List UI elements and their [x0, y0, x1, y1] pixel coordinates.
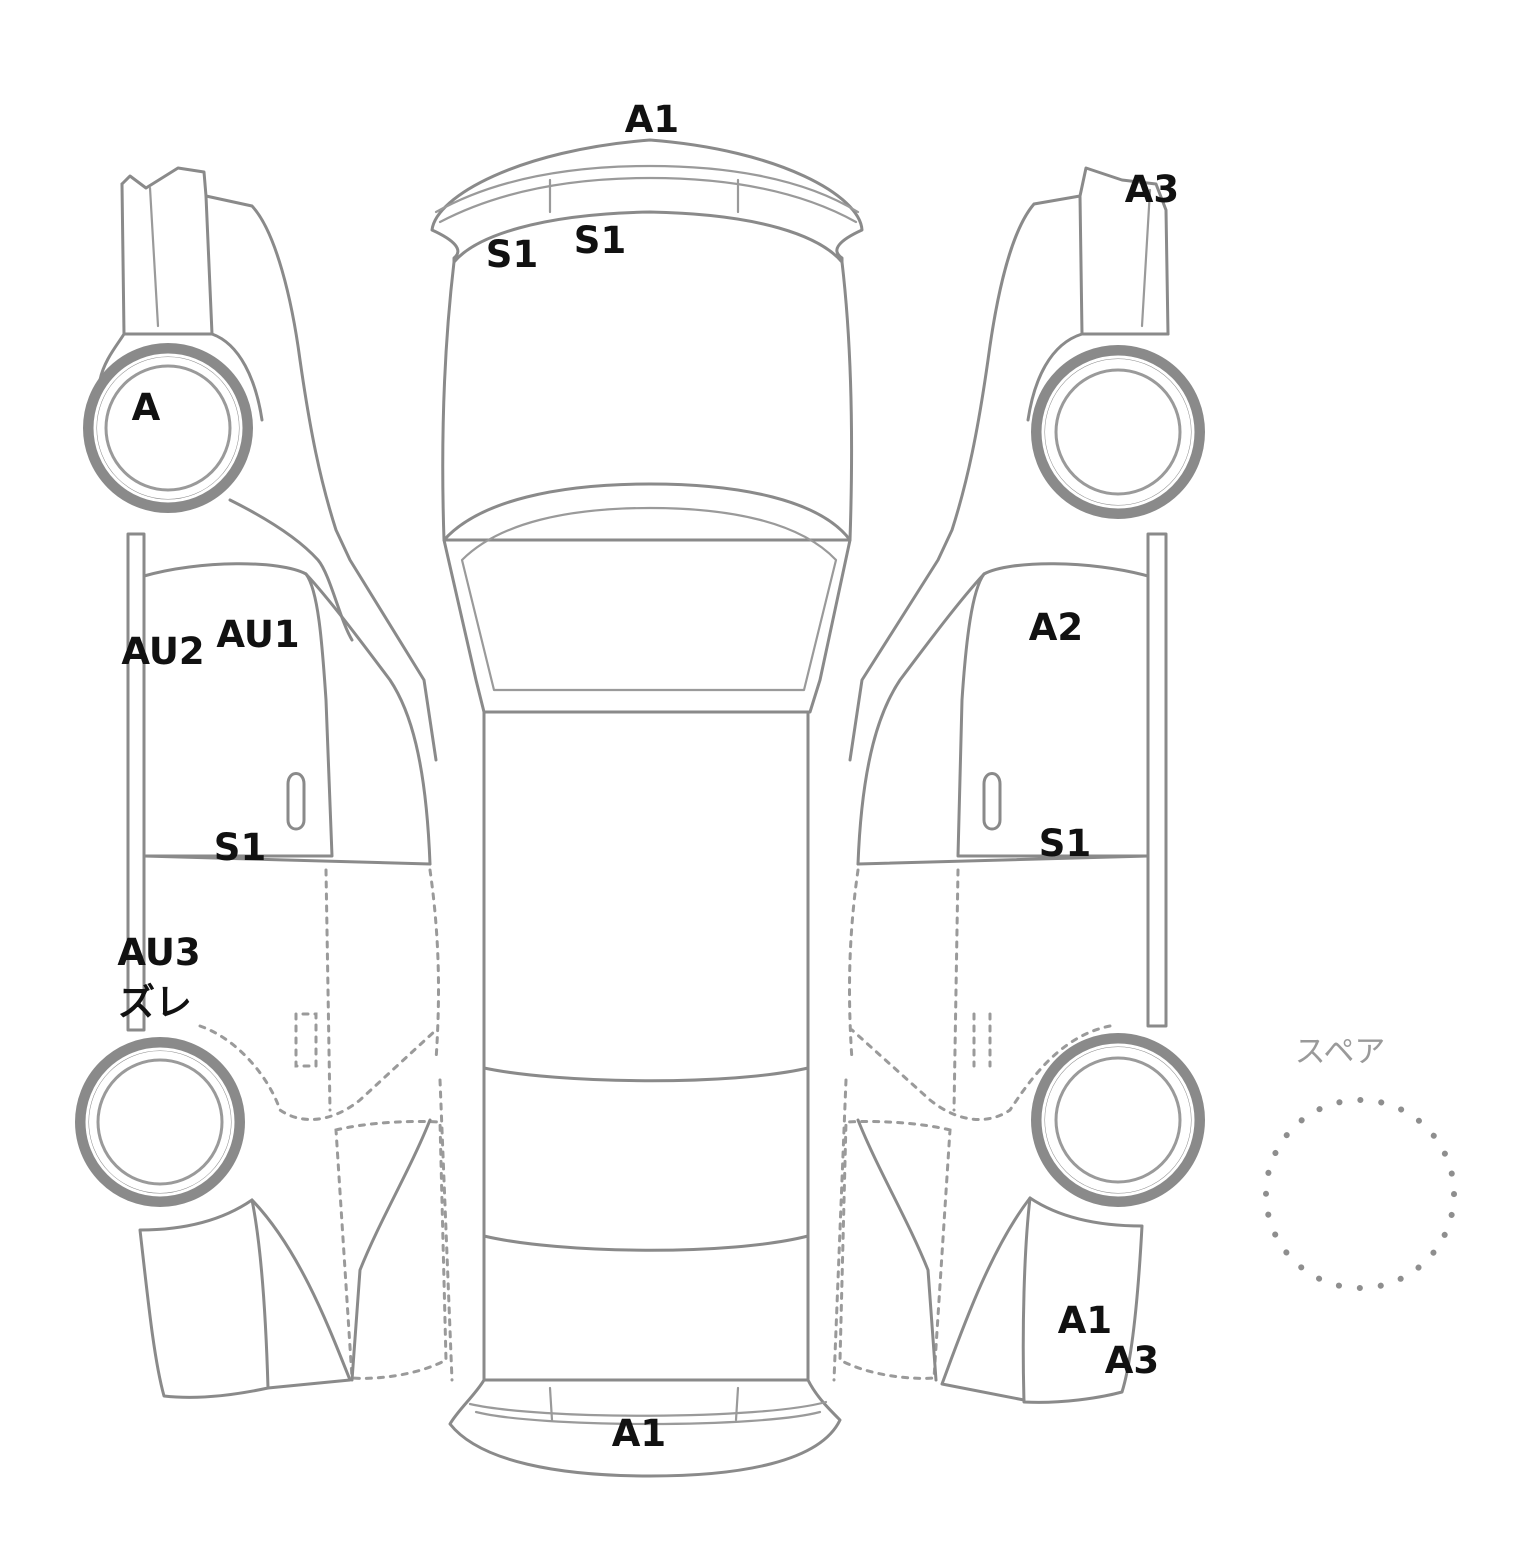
right-door-handle: [982, 772, 1002, 831]
mark-left-pillar: AU2: [121, 630, 204, 673]
car-left-side-view: [75, 166, 454, 1399]
left-front-fender-outline: [120, 166, 438, 762]
mark-left-rear-a: AU3: [117, 931, 200, 974]
mark-front-bumper: A1: [625, 98, 679, 141]
damage-marks: A1 S1 S1 A AU2 AU1 S1 AU3 ズレ A3 A2 S1 A1…: [117, 98, 1179, 1455]
car-top-view: [430, 138, 864, 1478]
rear-bumper-outline: [448, 1378, 842, 1478]
spare-tire-label: スペア: [1295, 1034, 1386, 1070]
car-right-side-view: [832, 166, 1205, 1404]
left-rear-wheel: [75, 1037, 245, 1207]
mark-left-rocker: S1: [214, 826, 266, 869]
left-pillar-strip: [126, 532, 146, 1032]
right-front-wheel: [1031, 345, 1205, 519]
mark-right-front-door: A2: [1029, 606, 1083, 649]
right-front-fender-outline: [848, 166, 1170, 762]
mark-right-front-fender: A3: [1125, 168, 1179, 211]
mark-right-rear-b: A3: [1105, 1339, 1159, 1382]
left-door-handle: [286, 772, 306, 831]
mark-left-rear-b: ズレ: [118, 981, 192, 1024]
roof-outline: [482, 710, 810, 1382]
left-rear-bumper-outline: [138, 1198, 270, 1399]
spare-tire-circle: [1263, 1097, 1457, 1291]
left-front-wheel: [83, 343, 253, 513]
right-rear-wheel: [1031, 1033, 1205, 1207]
right-rear-bumper-outline: [1021, 1196, 1144, 1404]
mark-right-rear-a: A1: [1058, 1299, 1112, 1342]
mark-left-front-wheel: A: [132, 386, 161, 429]
mark-right-rocker: S1: [1039, 822, 1091, 865]
mark-hood-left: S1: [486, 233, 538, 276]
mark-hood-center: S1: [574, 219, 626, 262]
hood-outline: [441, 260, 854, 542]
mark-rear-bumper: A1: [612, 1412, 666, 1455]
right-pillar-strip: [1146, 532, 1168, 1028]
windshield-outline: [442, 482, 852, 714]
front-bumper-outline: [430, 138, 864, 264]
mark-left-front-door: AU1: [216, 613, 299, 656]
spare-tire: スペア: [1263, 1034, 1457, 1291]
